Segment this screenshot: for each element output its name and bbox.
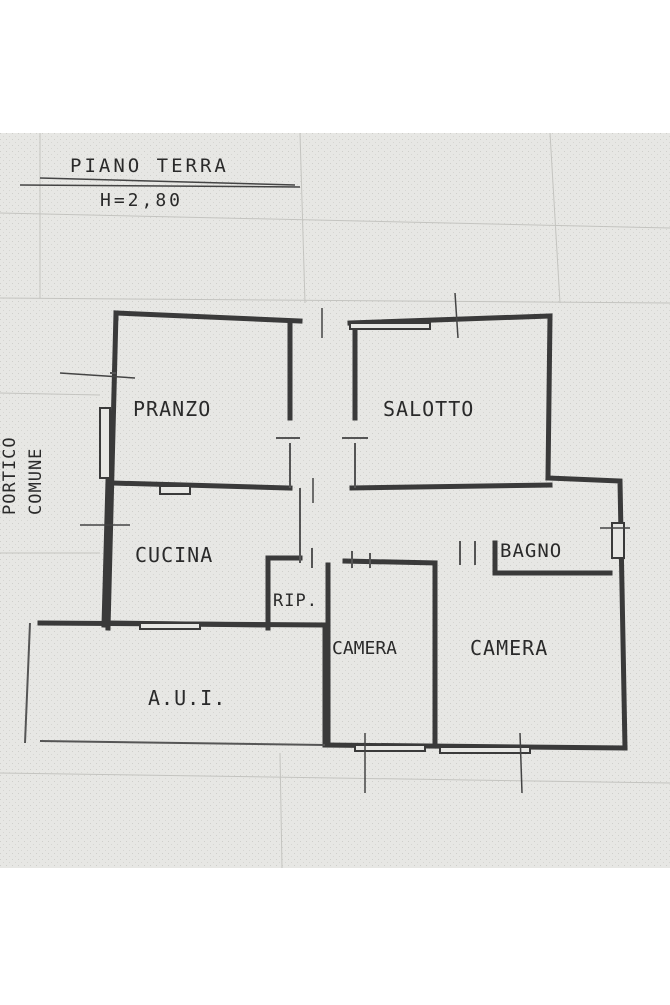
comune-label: COMUNE xyxy=(26,447,46,515)
walls xyxy=(37,310,628,751)
room-rip: RIP. xyxy=(273,591,318,611)
floor-plan-sheet: PIANO TERRA H=2,80 PORTICO COMUNE PRANZO… xyxy=(0,133,670,868)
paper-background xyxy=(0,133,670,868)
thin-lines xyxy=(24,372,476,746)
portico-label: PORTICO xyxy=(0,436,20,515)
room-camera-large: CAMERA xyxy=(470,636,549,660)
room-cucina: CUCINA xyxy=(135,543,214,567)
floor-plan-drawing xyxy=(0,133,670,868)
area-aui: A.U.I. xyxy=(148,686,227,710)
room-salotto: SALOTTO xyxy=(383,397,475,421)
floor-title: PIANO TERRA xyxy=(70,155,229,177)
dimension-ticks xyxy=(59,292,630,794)
ceiling-height-note: H=2,80 xyxy=(100,190,184,211)
room-camera-small: CAMERA xyxy=(332,638,398,659)
room-bagno: BAGNO xyxy=(500,540,563,562)
background-grid xyxy=(0,133,670,868)
header-lines xyxy=(19,177,301,188)
windows xyxy=(99,322,625,754)
room-pranzo: PRANZO xyxy=(133,397,212,421)
